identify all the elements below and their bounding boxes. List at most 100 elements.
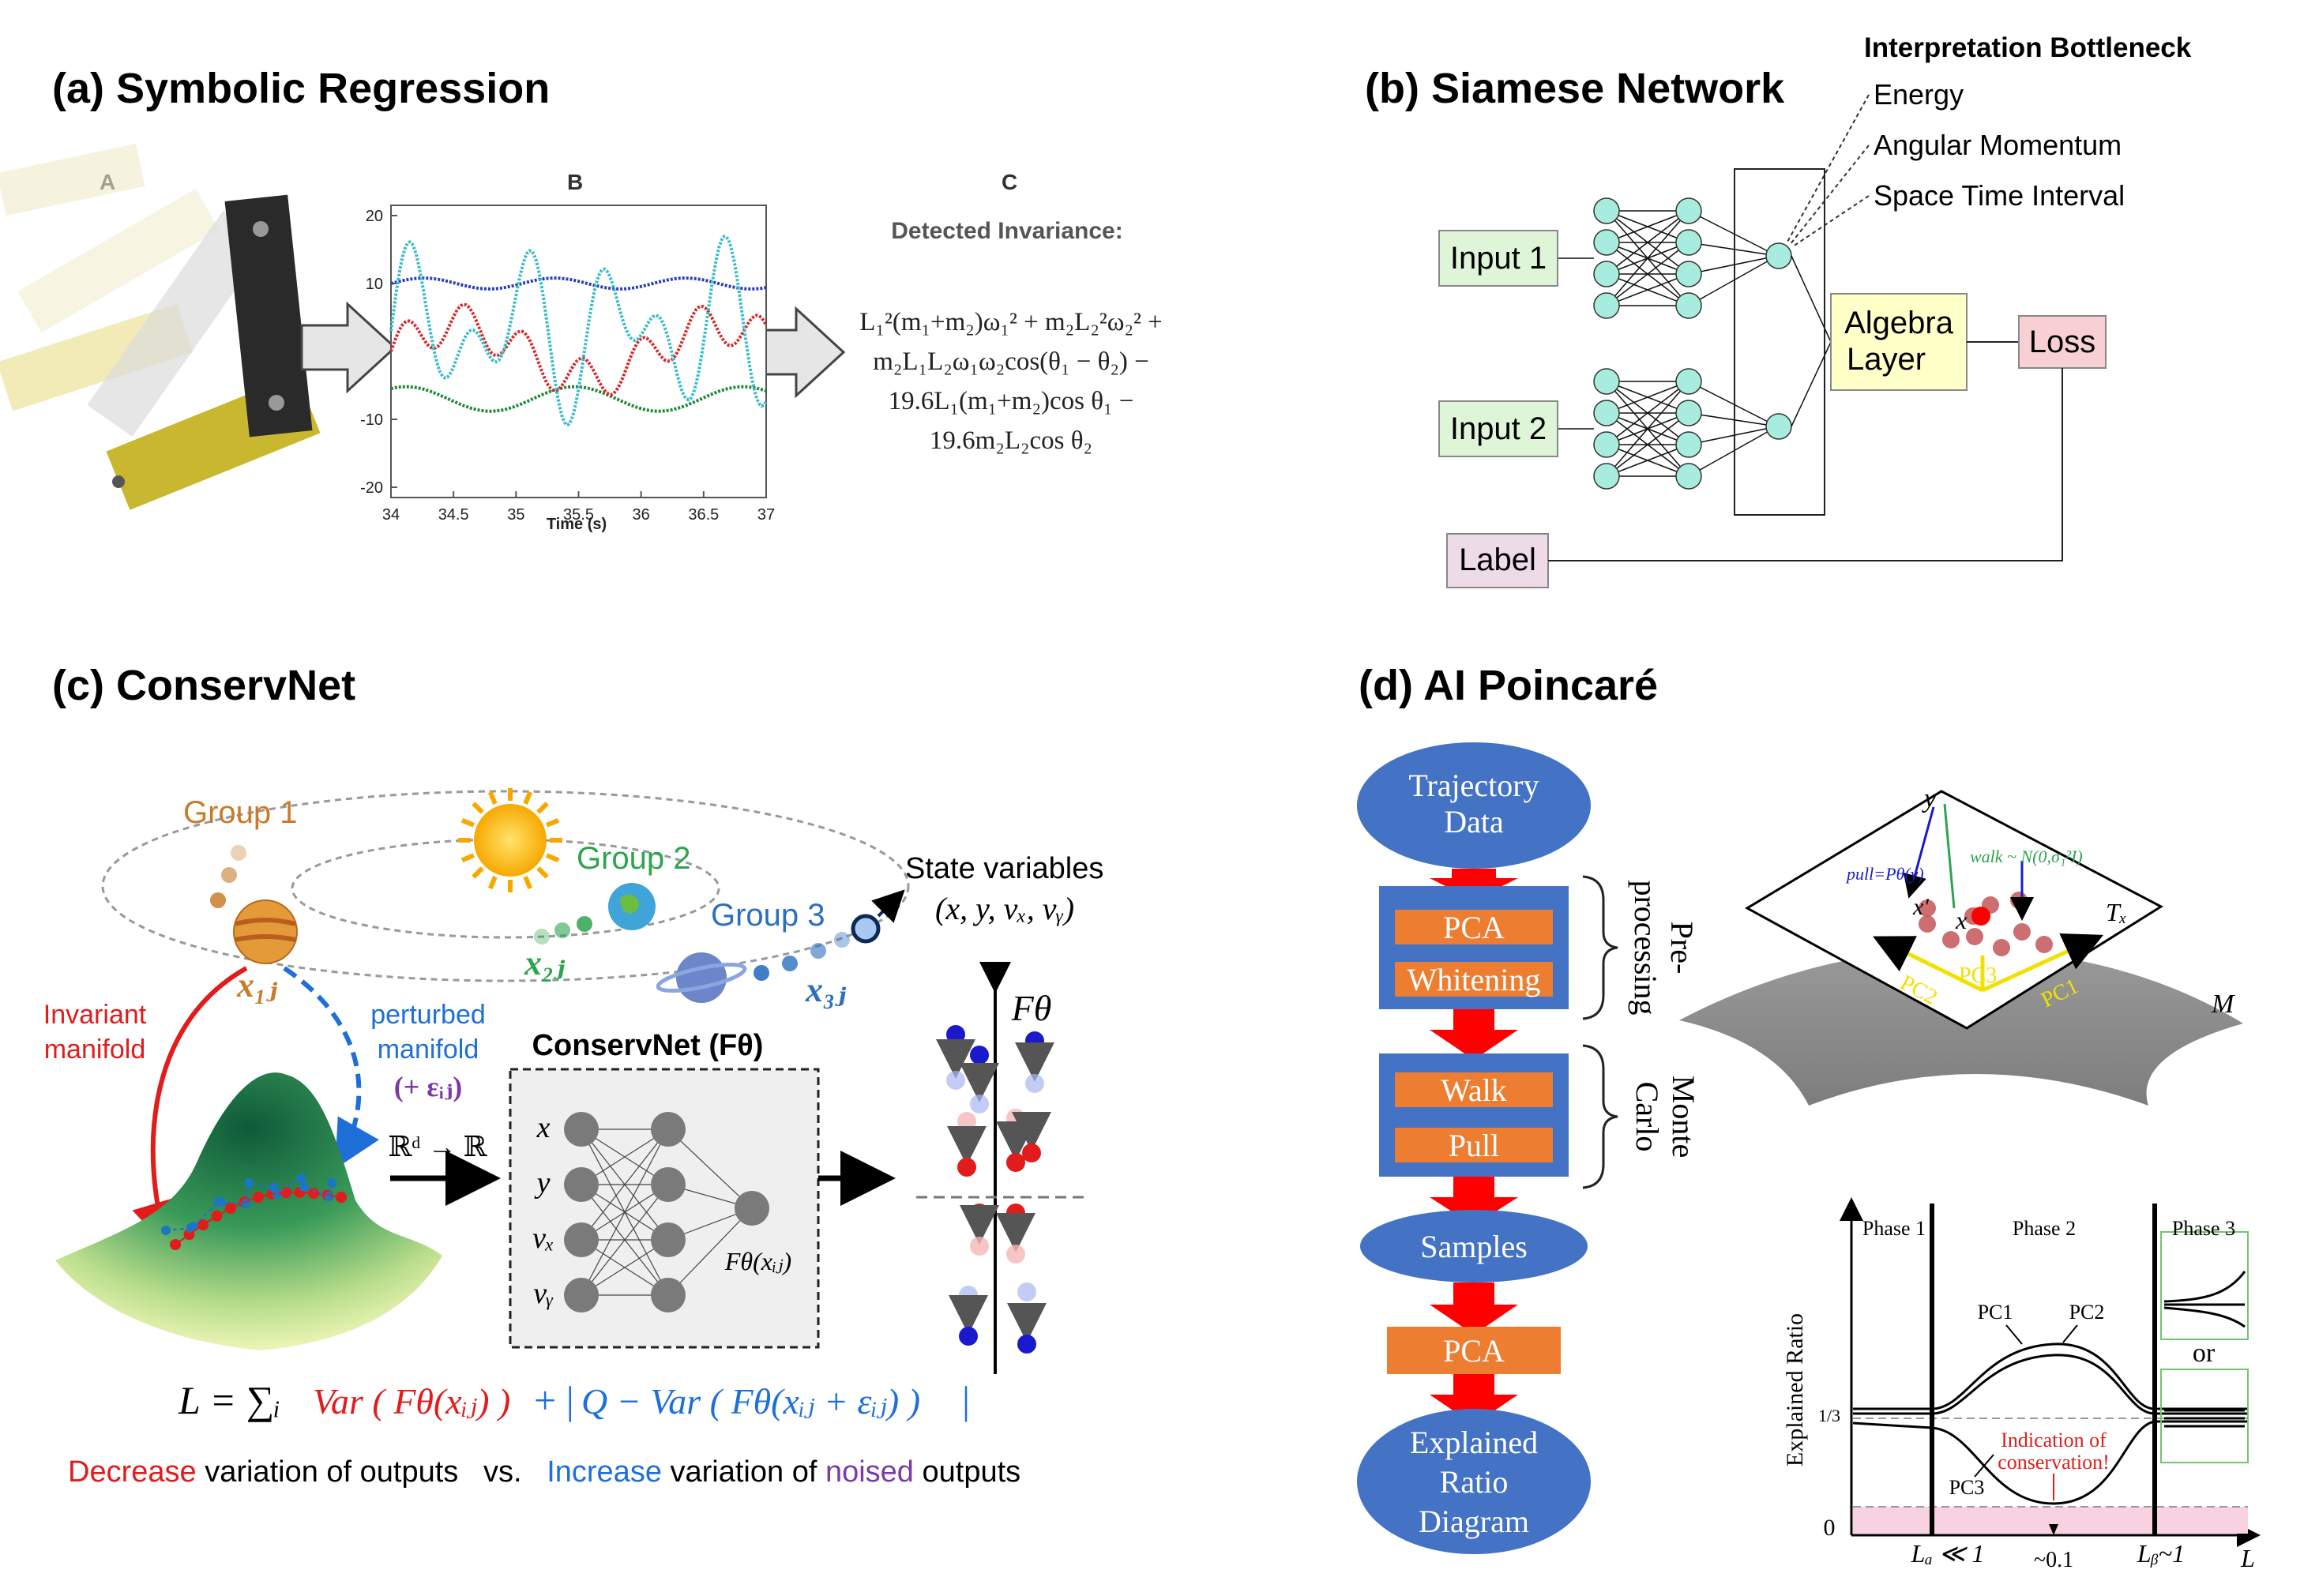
siamese-network [1558, 197, 1832, 490]
f-theta-point [970, 1095, 989, 1113]
invariant-manifold-label-2: manifold [44, 1035, 146, 1065]
f-theta-point [959, 1327, 978, 1346]
panel-c-title: (c) ConservNet [52, 662, 355, 709]
explained-ratio-chart: Phase 1 Phase 2 Phase 3 PC1 PC2 PC3 Expl… [1782, 1197, 2261, 1572]
f-theta-axis-label: Fθ [1011, 988, 1052, 1028]
group2-point [554, 922, 570, 938]
chart-lb: Lᵦ~1 [2137, 1539, 2185, 1568]
manifold-tx: Tₓ [2106, 898, 2127, 926]
tangent-points [1919, 892, 2053, 956]
bottleneck-node [1765, 413, 1792, 440]
hidden-node [651, 1278, 686, 1312]
group3-point [834, 932, 850, 948]
f-theta-point [1006, 1245, 1025, 1264]
input2-label: Input 2 [1450, 411, 1547, 446]
perturbed-label-1: perturbed [370, 1000, 486, 1030]
f-theta-point [1025, 1074, 1044, 1093]
network-node [1593, 368, 1620, 395]
phase3-label: Phase 3 [2172, 1217, 2235, 1240]
input1-box [1438, 230, 1558, 287]
sample-point [1966, 928, 1983, 945]
plot-xlabel: Time (s) [547, 516, 607, 533]
plot-ytick-label: 20 [366, 208, 383, 225]
algebra-label-2: Layer [1847, 342, 1926, 377]
group1-label: Group 1 [183, 795, 298, 830]
input-node [564, 1278, 599, 1312]
trajectory-data-oval [1357, 742, 1591, 869]
panel-a-label-C: C [1002, 170, 1017, 194]
state-variables-tuple: (x, y, vₓ, vᵧ) [935, 891, 1074, 926]
input1-label: Input 1 [1450, 241, 1547, 276]
f-theta-point [946, 1025, 965, 1044]
panel-b-title: (b) Siamese Network [1365, 65, 1785, 112]
plot-ytick-label: 10 [366, 276, 383, 293]
network-node [1675, 229, 1702, 256]
label-label: Label [1459, 543, 1536, 577]
indication-label-1: Indication of [2001, 1429, 2107, 1451]
trajectory-label-1: Trajectory [1408, 768, 1539, 803]
bottleneck-energy: Energy [1874, 78, 1964, 111]
group2-point [577, 916, 592, 932]
network-node [1675, 197, 1702, 224]
manifold-walk: walk ~ N(0,σ₁²I) [1970, 847, 2083, 866]
bottleneck-angular: Angular Momentum [1874, 129, 2122, 161]
hidden-node [651, 1167, 686, 1202]
series-green [390, 385, 767, 413]
hidden-node [651, 1112, 686, 1147]
monte-carlo-label-2: Carlo [1629, 1082, 1665, 1152]
group3-label: Group 3 [711, 898, 825, 933]
input-y-label: y [534, 1166, 551, 1200]
panel-d: (d) AI Poincaré Trajectory Data PCA Whit… [1357, 662, 2261, 1572]
chart-third: 1/3 [1818, 1406, 1840, 1425]
preprocessing-label-1: Pre- [1664, 922, 1700, 974]
f-theta-point [1025, 1031, 1044, 1050]
chart-approx: ~0.1 [2034, 1548, 2073, 1572]
f-theta-point [1017, 1335, 1036, 1354]
network-node [1593, 292, 1620, 319]
loss-box [2018, 315, 2107, 369]
chart-la: Lₐ ≪ 1 [1911, 1539, 1985, 1568]
chart-or: or [2193, 1339, 2216, 1368]
plot-xtick-label: 34.5 [438, 506, 469, 524]
whitening-label: Whitening [1408, 962, 1541, 997]
explained-ratio-oval [1357, 1409, 1591, 1554]
network-node [1593, 400, 1620, 426]
sample-point [1993, 939, 2010, 956]
bottleneck-spacetime: Space Time Interval [1874, 179, 2125, 212]
bottleneck-node [1765, 242, 1792, 269]
network-node [1675, 368, 1702, 395]
trajectory-label-2: Data [1444, 804, 1504, 839]
loss-end: | [962, 1378, 970, 1422]
network-node [1675, 431, 1702, 458]
series-blue [390, 276, 767, 291]
f-theta-point [1017, 1282, 1036, 1301]
f-theta-point [970, 1237, 989, 1256]
invariance-eq-line3: 19.6L₁(m₁+m₂)cos θ₁ − [889, 387, 1134, 415]
group3-point [754, 965, 769, 981]
plot-lines [389, 235, 768, 427]
plot-xtick-label: 35.5 [563, 506, 594, 524]
input-x-label: x [536, 1111, 551, 1144]
plot-xtick-label: 36.5 [688, 506, 719, 524]
manifold-y: y [1922, 784, 1937, 813]
group3-point [810, 943, 826, 959]
pca2-label: PCA [1443, 1333, 1505, 1369]
output-label: Fθ(xᵢⱼ) [724, 1247, 791, 1275]
phase1-label: Phase 1 [1862, 1217, 1926, 1240]
output-node [735, 1191, 769, 1226]
f-theta-point [1022, 1115, 1041, 1134]
input-node [564, 1167, 599, 1202]
panel-c: (c) ConservNet Group 1 Group 2 Group 3 x… [43, 662, 1104, 1489]
loss-var1: Var ( Fθ(xᵢⱼ) ) [313, 1381, 510, 1421]
sample-point [1919, 899, 1936, 917]
loss-q: Q − Var ( Fθ(xᵢⱼ + εᵢⱼ) ) [581, 1381, 920, 1421]
network-node [1593, 197, 1620, 224]
bottleneck-box [1734, 168, 1825, 516]
current-point [1971, 907, 1990, 926]
f-theta-point [970, 1046, 989, 1065]
f-theta-point [970, 1204, 989, 1222]
conservnet-loss-equation: L = ∑ᵢ Var ( Fθ(xᵢⱼ) ) + | Q − Var ( Fθ(… [178, 1378, 970, 1422]
invariance-eq-line2: m₂L₁L₂ω₁ω₂cos(θ₁ − θ₂) − [873, 347, 1149, 376]
